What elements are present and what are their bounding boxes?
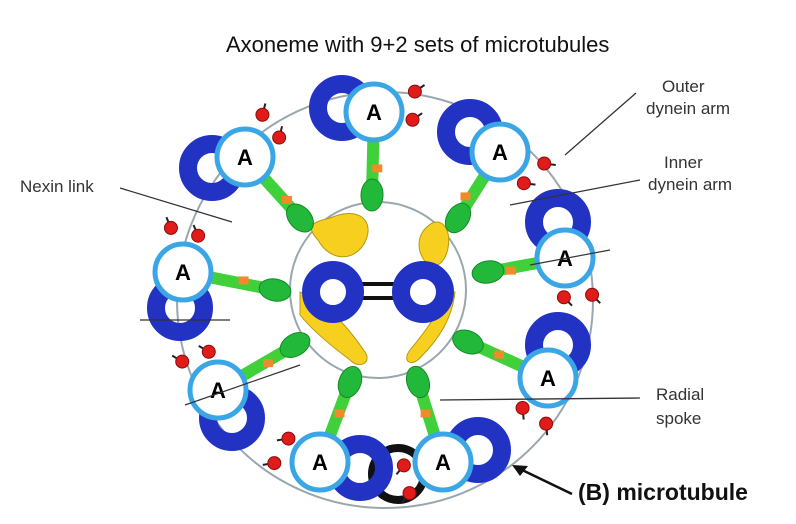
a-tubule xyxy=(343,81,405,143)
nexin-link-stub xyxy=(460,192,471,201)
spoke-head xyxy=(444,202,472,234)
central-tubule-left xyxy=(302,261,364,323)
spoke-head xyxy=(286,203,314,233)
nexin-link-stub xyxy=(334,409,345,418)
central-projection-right xyxy=(418,221,450,267)
spoke-head xyxy=(258,278,292,302)
a-tubule-label: A xyxy=(366,100,382,125)
outer-dynein-arm xyxy=(537,156,552,171)
a-tubule xyxy=(187,359,249,421)
radial-spoke-label-2: spoke xyxy=(656,409,701,428)
inner-dynein-arm xyxy=(272,130,287,145)
inner-dynein-arm xyxy=(201,344,216,359)
central-tubule-right xyxy=(392,261,454,323)
spoke-head xyxy=(337,366,363,398)
nexin-link-stub xyxy=(420,409,431,418)
arrow-head xyxy=(512,465,528,476)
nexin-link-stub xyxy=(263,359,274,367)
b-microtubule-label: (B) microtubule xyxy=(578,479,748,505)
nexin-link-stub xyxy=(506,266,516,275)
a-tubule xyxy=(152,241,214,303)
a-tubule-label: A xyxy=(175,260,191,285)
nexin-link-stub xyxy=(238,276,249,285)
a-tubule xyxy=(412,431,474,493)
inner-dynein-arm xyxy=(191,228,206,243)
inner-dynein-arm xyxy=(281,431,296,446)
a-tubule xyxy=(469,121,531,183)
inner-dynein-arm xyxy=(515,400,530,415)
outer-dynein-arm xyxy=(539,416,554,431)
outer-dynein-arm xyxy=(407,84,422,99)
radial-spoke-leader xyxy=(439,397,641,401)
left-pointer-line-2 xyxy=(184,364,301,406)
diagram-title: Axoneme with 9+2 sets of microtubules xyxy=(226,32,609,57)
inner-dynein-label-1: Inner xyxy=(664,153,703,172)
spoke-head xyxy=(405,365,431,399)
nexin-link-stub xyxy=(372,164,383,173)
outer-dynein-arm xyxy=(163,220,178,235)
a-tubule-label: A xyxy=(312,450,328,475)
a-tubule xyxy=(214,126,276,188)
inner-dynein-arm xyxy=(516,176,531,191)
nexin-link-stub xyxy=(494,350,505,359)
a-tubule xyxy=(517,347,579,409)
outer-dynein-arm xyxy=(255,107,270,122)
outer-dynein-arm xyxy=(267,456,282,471)
inner-dynein-arm xyxy=(556,290,571,305)
nexin-link-stub xyxy=(282,195,292,204)
a-tubule-label: A xyxy=(492,140,508,165)
inner-dynein-arm xyxy=(405,112,420,127)
spoke-head xyxy=(471,260,505,284)
outer-dynein-label-1: Outer xyxy=(662,77,705,96)
a-tubule xyxy=(289,431,351,493)
outer-dynein-label-2: dynein arm xyxy=(646,99,730,118)
outer-dynein-leader xyxy=(564,92,637,156)
outer-dynein-arm xyxy=(175,354,190,369)
inner-dynein-leader xyxy=(509,179,641,206)
outer-dynein-arm xyxy=(402,486,417,501)
outer-dynein-arm xyxy=(585,287,600,302)
a-tubule-label: A xyxy=(540,366,556,391)
a-tubule-label: A xyxy=(435,450,451,475)
radial-spoke-label-1: Radial xyxy=(656,385,704,404)
nexin-link-label: Nexin link xyxy=(20,177,94,196)
spoke-head xyxy=(452,329,484,355)
a-tubule-label: A xyxy=(210,378,226,403)
central-projection-left xyxy=(310,212,369,258)
right-pointer-line xyxy=(529,249,611,266)
spoke-head xyxy=(360,178,384,212)
a-tubule-label: A xyxy=(237,145,253,170)
inner-dynein-label-2: dynein arm xyxy=(648,175,732,194)
spoke-head xyxy=(279,332,311,358)
inner-dynein-arm xyxy=(396,458,411,473)
b-microtubule-leader xyxy=(517,466,573,496)
nexin-link-leader xyxy=(119,187,233,223)
